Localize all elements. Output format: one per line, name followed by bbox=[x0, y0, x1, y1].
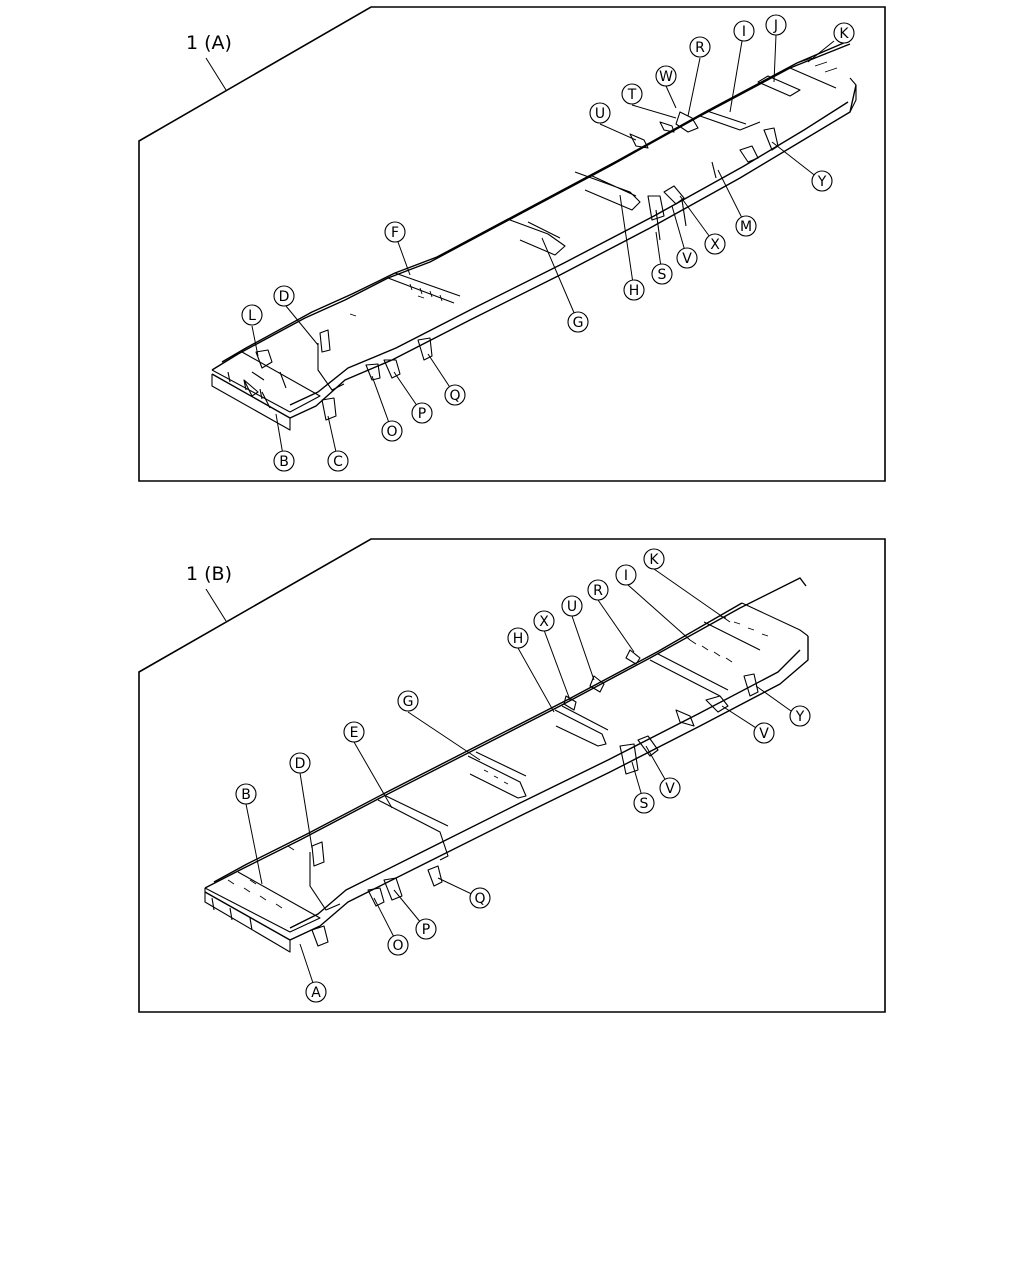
callout-x: X bbox=[704, 233, 726, 255]
callout-v: V bbox=[676, 247, 698, 269]
callout-y: Y bbox=[789, 705, 811, 727]
callout-v-lower: V bbox=[659, 777, 681, 799]
callout-g: G bbox=[397, 690, 419, 712]
callout-o: O bbox=[387, 934, 409, 956]
leader-lines bbox=[251, 34, 835, 462]
callout-r: R bbox=[689, 36, 711, 58]
svg-text:I: I bbox=[742, 24, 746, 40]
svg-text:B: B bbox=[241, 787, 251, 803]
svg-text:V: V bbox=[665, 781, 675, 797]
callout-l: L bbox=[241, 304, 263, 326]
leader-lines bbox=[245, 568, 799, 993]
svg-text:E: E bbox=[350, 725, 359, 741]
svg-text:H: H bbox=[629, 283, 640, 299]
panel-1b: 1 (B) bbox=[138, 538, 886, 1013]
svg-text:O: O bbox=[392, 938, 403, 954]
svg-text:X: X bbox=[539, 614, 549, 630]
callout-o: O bbox=[381, 420, 403, 442]
svg-text:I: I bbox=[624, 568, 628, 584]
callout-a: A bbox=[305, 981, 327, 1003]
callout-u: U bbox=[589, 102, 611, 124]
callout-d: D bbox=[289, 752, 311, 774]
callout-h: H bbox=[623, 279, 645, 301]
svg-text:C: C bbox=[333, 454, 343, 470]
callout-s: S bbox=[651, 263, 673, 285]
svg-text:L: L bbox=[248, 308, 256, 324]
callout-q: Q bbox=[469, 887, 491, 909]
callout-w: W bbox=[655, 65, 677, 87]
svg-text:F: F bbox=[391, 225, 399, 241]
svg-text:R: R bbox=[593, 583, 603, 599]
callout-p: P bbox=[415, 918, 437, 940]
svg-text:J: J bbox=[773, 18, 778, 34]
svg-text:G: G bbox=[573, 315, 584, 331]
panel-title: 1 (B) bbox=[186, 563, 232, 585]
panel-frame bbox=[138, 6, 886, 482]
callout-t: T bbox=[621, 83, 643, 105]
panel-title: 1 (A) bbox=[186, 32, 232, 54]
callout-j: J bbox=[765, 14, 787, 36]
svg-text:V: V bbox=[682, 251, 692, 267]
svg-text:W: W bbox=[659, 69, 673, 85]
svg-text:B: B bbox=[279, 454, 289, 470]
svg-text:Y: Y bbox=[817, 174, 827, 190]
callout-q: Q bbox=[444, 384, 466, 406]
callout-b: B bbox=[235, 783, 257, 805]
callout-x: X bbox=[533, 610, 555, 632]
svg-text:K: K bbox=[839, 26, 849, 42]
svg-text:K: K bbox=[649, 552, 659, 568]
callout-e: E bbox=[343, 721, 365, 743]
svg-text:Q: Q bbox=[474, 891, 485, 907]
chassis-frame-drawing bbox=[211, 41, 857, 431]
callout-k: K bbox=[643, 548, 665, 570]
callout-v-rear: V bbox=[753, 722, 775, 744]
callout-y: Y bbox=[811, 170, 833, 192]
svg-text:D: D bbox=[279, 289, 290, 305]
svg-text:S: S bbox=[640, 796, 649, 812]
svg-text:Y: Y bbox=[795, 709, 805, 725]
svg-text:Q: Q bbox=[449, 388, 460, 404]
svg-text:S: S bbox=[658, 267, 667, 283]
svg-text:U: U bbox=[595, 106, 605, 122]
chassis-frame-drawing bbox=[204, 577, 809, 953]
callout-p: P bbox=[411, 402, 433, 424]
callout-m: M bbox=[735, 215, 757, 237]
callout-d: D bbox=[273, 285, 295, 307]
callout-f: F bbox=[384, 221, 406, 243]
svg-text:X: X bbox=[710, 237, 720, 253]
callout-s: S bbox=[633, 792, 655, 814]
svg-text:G: G bbox=[403, 694, 414, 710]
svg-text:R: R bbox=[695, 40, 705, 56]
svg-text:A: A bbox=[311, 985, 321, 1001]
panel-1a: 1 (A) bbox=[138, 6, 886, 482]
svg-text:V: V bbox=[759, 726, 769, 742]
callout-u: U bbox=[561, 595, 583, 617]
svg-text:U: U bbox=[567, 599, 577, 615]
callout-k: K bbox=[833, 22, 855, 44]
svg-text:O: O bbox=[386, 424, 397, 440]
svg-text:M: M bbox=[740, 219, 752, 235]
callouts: A B D E G H I K O P Q R S U V V X Y bbox=[235, 548, 811, 1003]
svg-text:D: D bbox=[295, 756, 306, 772]
callout-c: C bbox=[327, 450, 349, 472]
callout-h: H bbox=[507, 627, 529, 649]
callout-i: I bbox=[615, 564, 637, 586]
callout-i: I bbox=[733, 20, 755, 42]
svg-text:T: T bbox=[627, 87, 637, 103]
panel-frame bbox=[138, 538, 886, 1013]
svg-text:P: P bbox=[418, 406, 426, 422]
callouts: B C D F G H I J K L M O P Q R S T U V W … bbox=[241, 14, 855, 472]
svg-text:H: H bbox=[513, 631, 524, 647]
callout-r: R bbox=[587, 579, 609, 601]
callout-b: B bbox=[273, 450, 295, 472]
callout-g: G bbox=[567, 311, 589, 333]
svg-text:P: P bbox=[422, 922, 430, 938]
